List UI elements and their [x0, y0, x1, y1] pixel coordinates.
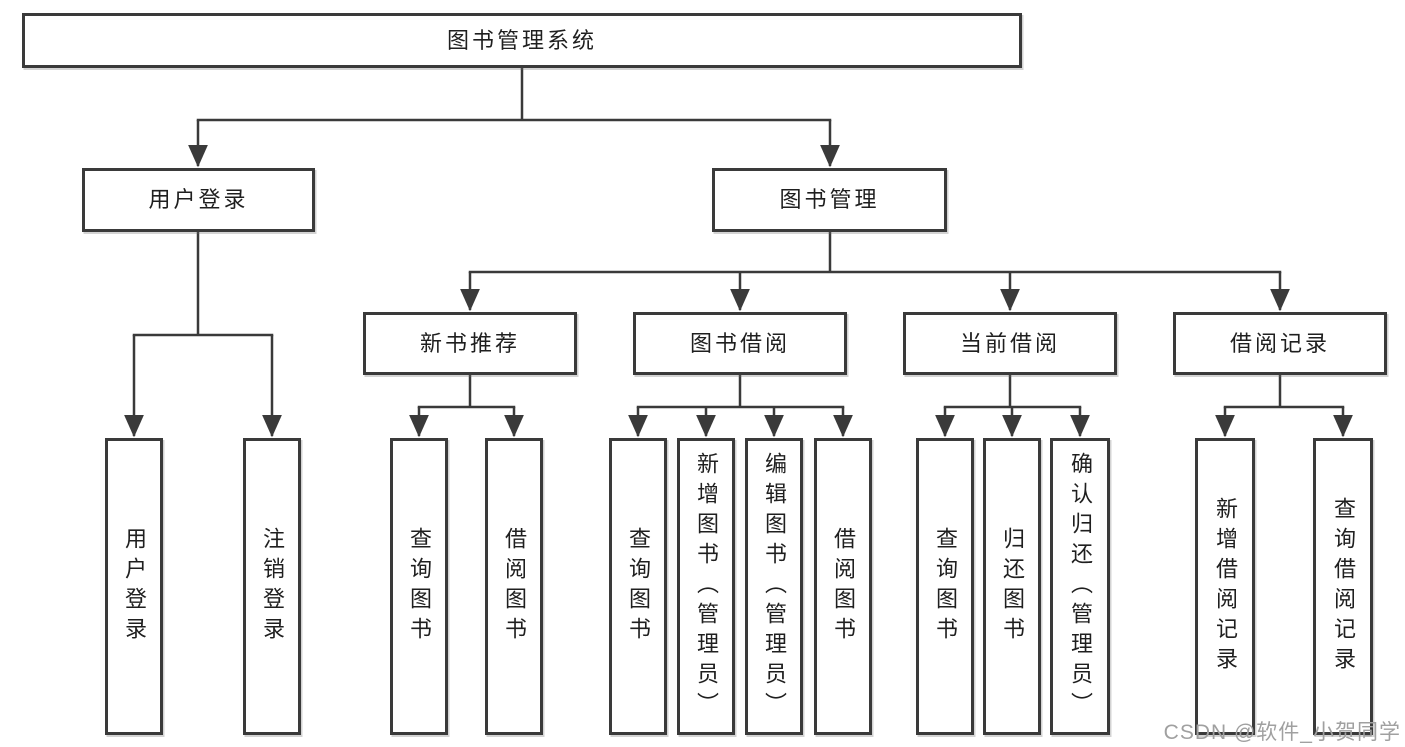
leaf-query-books-borrow: 查询图书 [609, 438, 667, 735]
node-book-management: 图书管理 [712, 168, 947, 232]
node-book-borrow: 图书借阅 [633, 312, 847, 375]
node-borrow-records: 借阅记录 [1173, 312, 1387, 375]
connector-user-login-children [124, 232, 282, 438]
node-label: 新增图书（管理员） [694, 451, 719, 722]
node-label: 查询图书 [933, 526, 958, 647]
leaf-query-books-current: 查询图书 [916, 438, 974, 735]
leaf-add-borrow-record: 新增借阅记录 [1195, 438, 1255, 735]
leaf-logout-login: 注销登录 [243, 438, 301, 735]
node-label: 编辑图书（管理员） [762, 451, 787, 722]
node-user-login: 用户登录 [82, 168, 315, 232]
node-label: 用户登录 [148, 187, 249, 212]
leaf-query-books-recommend: 查询图书 [390, 438, 448, 735]
connector-root-to-level2 [188, 68, 840, 168]
node-label: 借阅图书 [502, 526, 527, 647]
node-label: 图书管理系统 [446, 27, 597, 53]
node-current-borrow: 当前借阅 [903, 312, 1117, 375]
node-label: 借阅记录 [1229, 330, 1330, 356]
node-label: 新增借阅记录 [1213, 496, 1238, 677]
node-label: 注销登录 [260, 526, 285, 647]
leaf-add-books-admin: 新增图书（管理员） [677, 438, 735, 735]
node-label: 查询借阅记录 [1331, 496, 1356, 677]
leaf-confirm-return-admin: 确认归还（管理员） [1050, 438, 1110, 735]
connector-borrow-record-children [1215, 375, 1353, 438]
connector-new-book-recommend-children [409, 375, 524, 438]
connector-book-borrow-children [628, 375, 853, 438]
leaf-borrow-books-borrow: 借阅图书 [814, 438, 872, 735]
node-label: 当前借阅 [959, 330, 1060, 356]
leaf-borrow-books-recommend: 借阅图书 [485, 438, 543, 735]
csdn-watermark: CSDN @软件_小贺同学 [1163, 721, 1401, 744]
node-label: 用户登录 [122, 526, 147, 647]
leaf-edit-books-admin: 编辑图书（管理员） [745, 438, 803, 735]
leaf-query-borrow-record: 查询借阅记录 [1313, 438, 1373, 735]
connector-book-management-children [460, 232, 1290, 312]
node-new-book-recommend: 新书推荐 [363, 312, 577, 375]
leaf-return-books: 归还图书 [983, 438, 1041, 735]
leaf-user-login: 用户登录 [105, 438, 163, 735]
node-label: 确认归还（管理员） [1068, 451, 1093, 722]
node-label: 查询图书 [407, 526, 432, 647]
node-label: 图书借阅 [689, 330, 790, 356]
node-system-root: 图书管理系统 [22, 13, 1022, 68]
node-label: 查询图书 [626, 526, 651, 647]
node-label: 新书推荐 [419, 330, 520, 356]
connector-current-borrow-children [935, 375, 1090, 438]
node-label: 借阅图书 [831, 526, 856, 647]
node-label: 图书管理 [779, 187, 880, 212]
node-label: 归还图书 [1000, 526, 1025, 647]
